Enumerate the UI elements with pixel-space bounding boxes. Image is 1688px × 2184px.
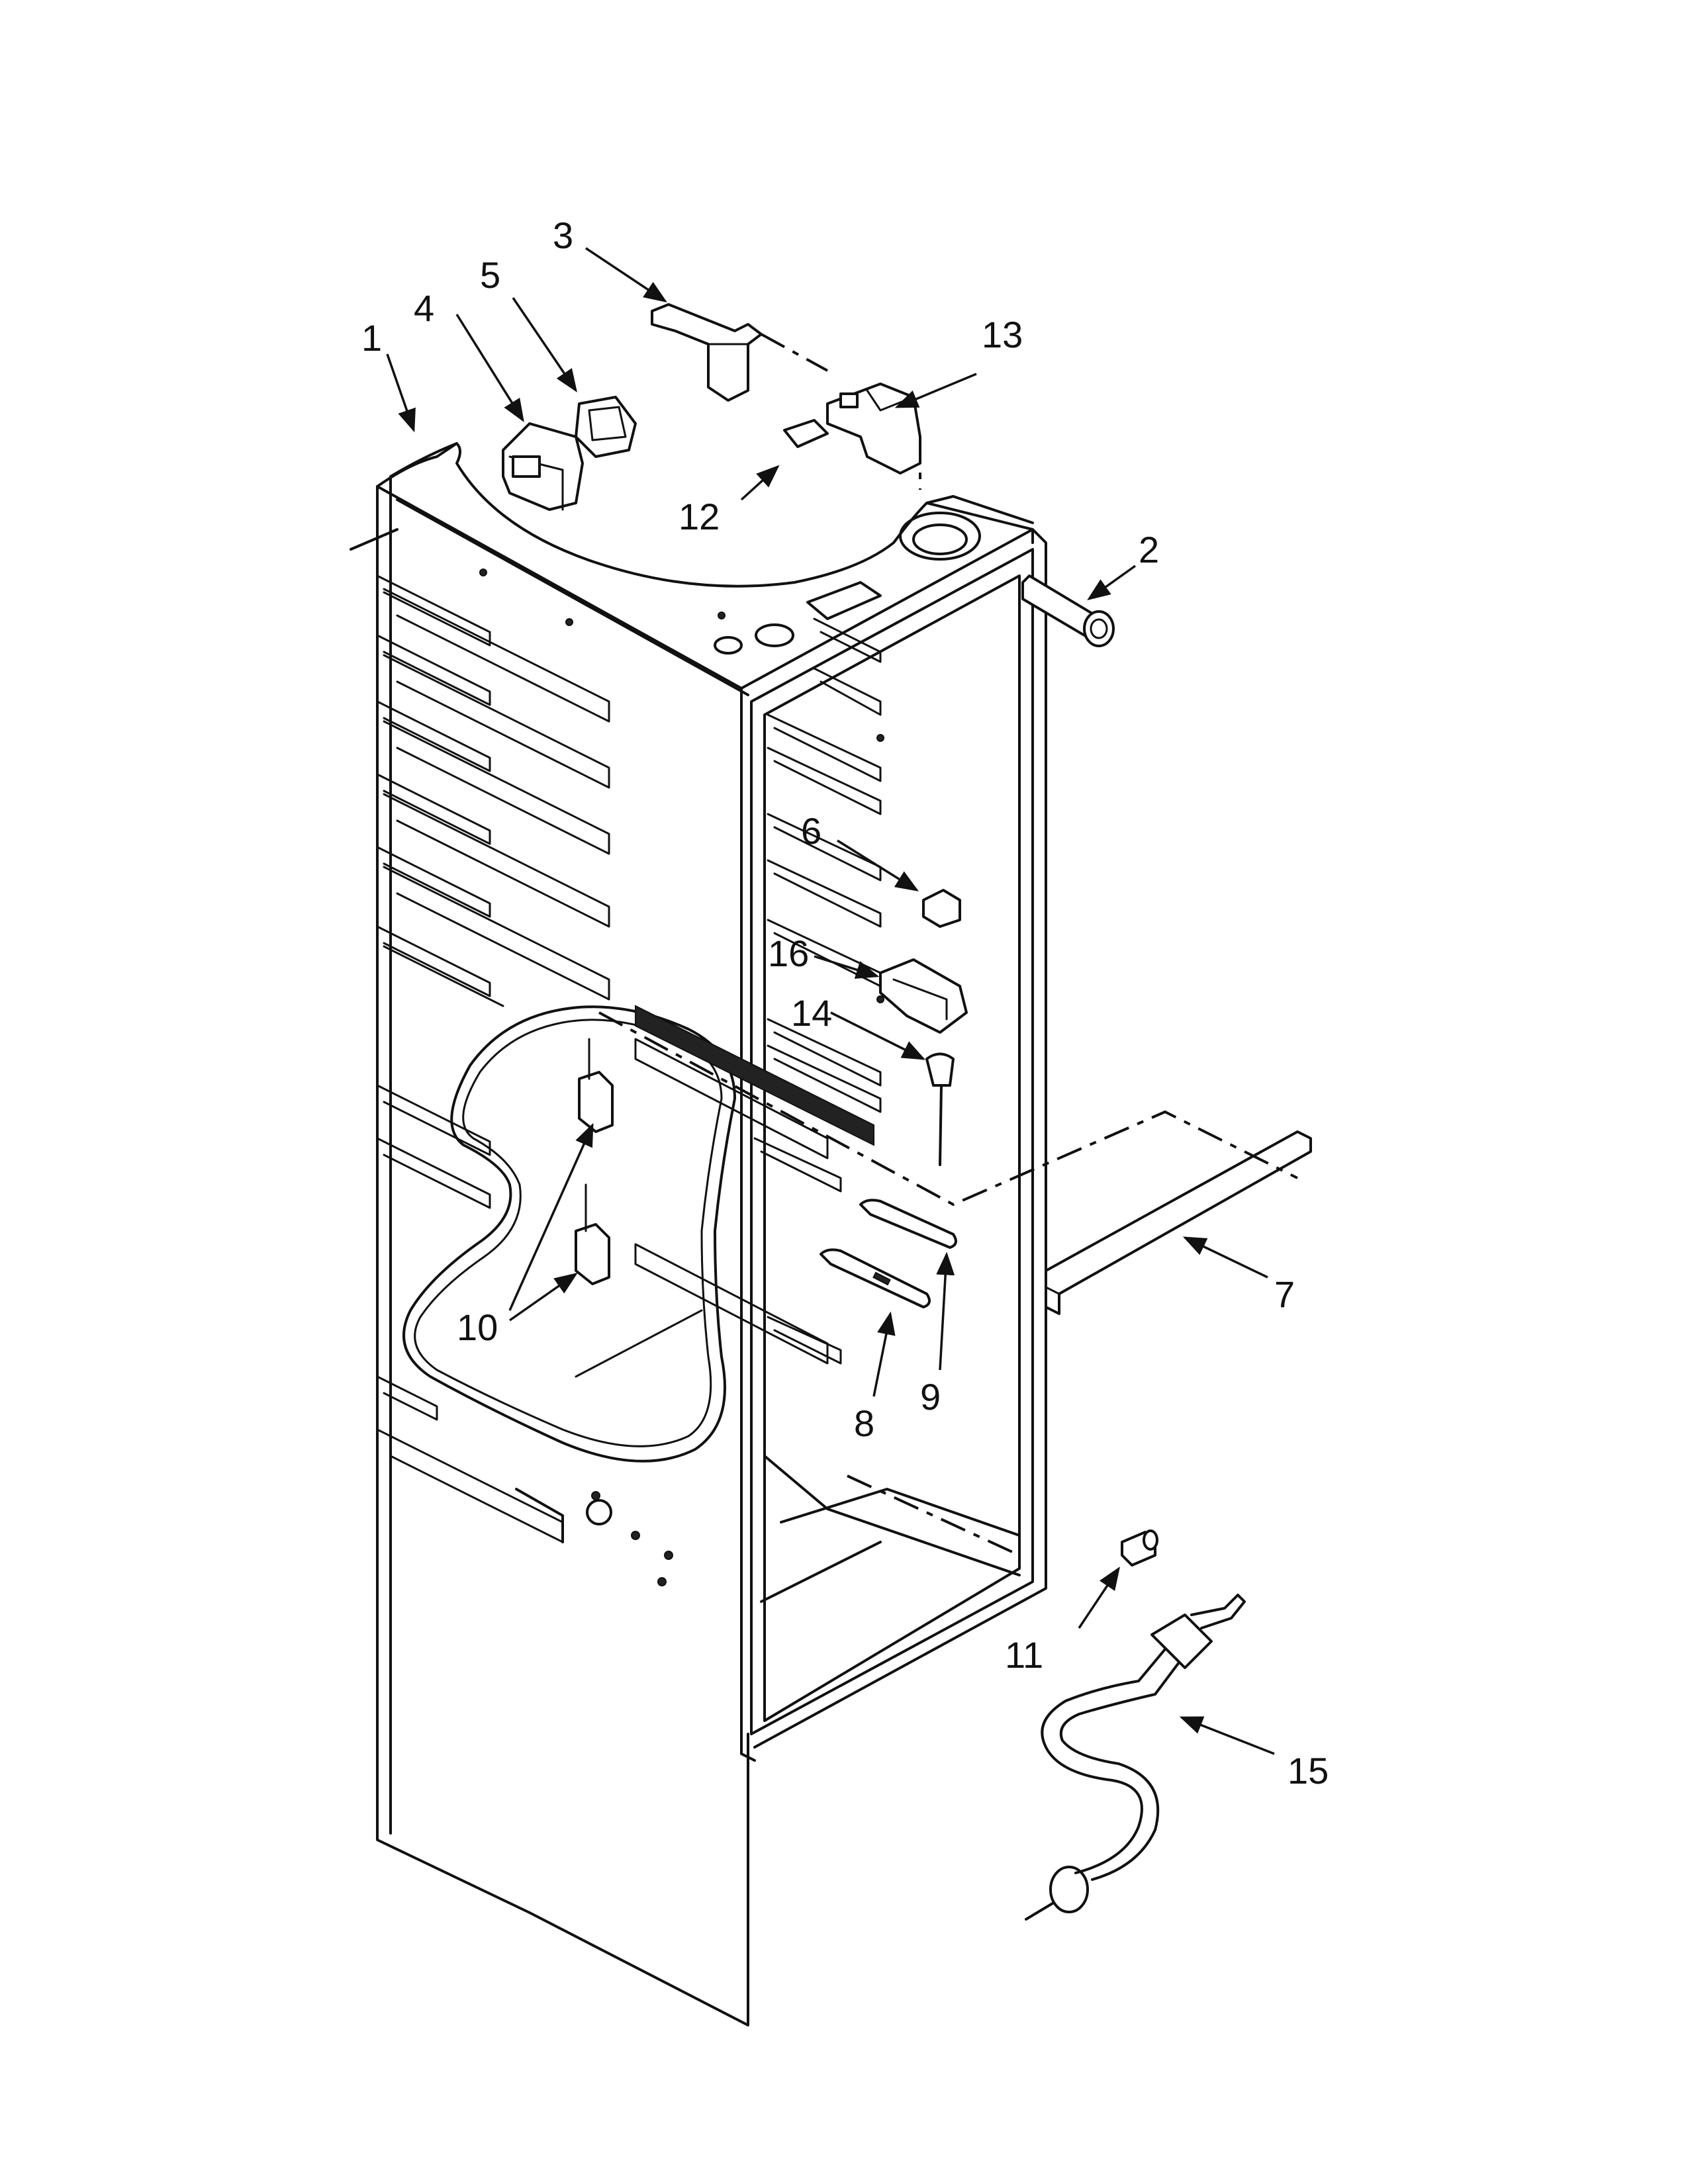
callout-7: 7	[1274, 1273, 1295, 1315]
part-5-board	[575, 396, 637, 458]
callout-12: 12	[679, 496, 720, 537]
part-2-sensor	[1021, 574, 1115, 647]
callout-labels: 1 2 3 4 5 6 7 8 9 10 11 12 13 14 15 16	[361, 214, 1329, 1792]
callout-4: 4	[414, 287, 434, 329]
part-8-rail	[820, 1248, 931, 1308]
callout-14: 14	[791, 992, 832, 1034]
part-11-fitting	[1121, 1529, 1158, 1567]
callout-5: 5	[480, 254, 500, 296]
callout-13: 13	[982, 314, 1023, 355]
part-4-module	[502, 422, 584, 511]
callout-15: 15	[1288, 1750, 1329, 1792]
callout-6: 6	[801, 810, 821, 852]
callout-10: 10	[457, 1306, 498, 1348]
leader-arrows	[386, 247, 1275, 1755]
part-10-hinge-upper	[578, 1038, 614, 1133]
callout-8: 8	[854, 1402, 874, 1444]
callout-9: 9	[920, 1376, 941, 1418]
part-12-label	[783, 419, 829, 448]
refrigerator-liner	[350, 442, 1047, 2026]
part-7-shelf-bracket	[1045, 1130, 1312, 1315]
part-10-hinge-lower	[575, 1183, 610, 1285]
part-15-water-tube	[1025, 1594, 1246, 1921]
callout-16: 16	[768, 933, 809, 974]
part-13-housing	[826, 383, 921, 475]
part-3-bracket	[651, 303, 763, 402]
assembly-lines	[598, 333, 1298, 1557]
callout-3: 3	[553, 214, 573, 256]
callout-1: 1	[361, 317, 382, 359]
callout-11: 11	[1005, 1634, 1043, 1676]
part-9-rail	[859, 1199, 957, 1249]
callout-2: 2	[1139, 529, 1159, 570]
part-16-light-housing	[879, 958, 968, 1034]
part-14-bulb	[925, 1052, 955, 1166]
part-6-clip	[922, 889, 961, 928]
